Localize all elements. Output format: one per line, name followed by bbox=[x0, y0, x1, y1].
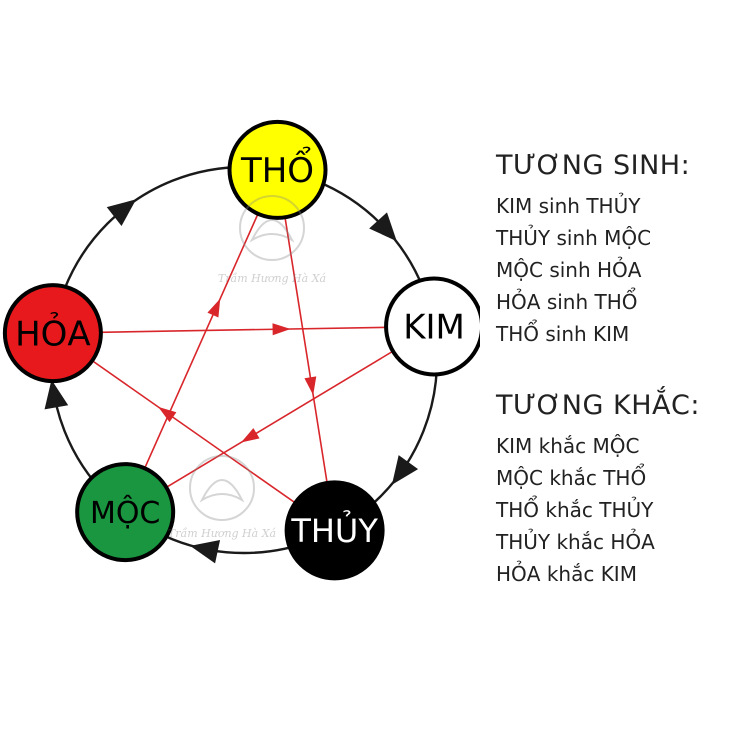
list-item: KIM sinh THỦY bbox=[496, 194, 641, 218]
element-label-kim: KIM bbox=[403, 308, 465, 348]
cycle-arrowhead-tho bbox=[369, 212, 397, 242]
element-circle-tho bbox=[227, 119, 328, 220]
element-node-moc: MỘC bbox=[75, 462, 176, 563]
list-item: THỔ khắc THỦY bbox=[496, 498, 654, 522]
control-line-tho-thuy bbox=[276, 169, 336, 531]
element-node-thuy: THỦY bbox=[284, 480, 385, 581]
element-node-hoa: HỎA bbox=[2, 283, 103, 384]
list-item: MỘC khắc THỔ bbox=[496, 466, 647, 490]
element-circle-thuy bbox=[284, 480, 385, 581]
control-arrowhead-moc-tho bbox=[207, 298, 221, 318]
legend-tuong-khac-list: KIM khắc MỘC MỘC khắc THỔ THỔ khắc THỦY … bbox=[496, 430, 700, 590]
five-elements-diagram: THỔ KIM THỦY MỘC HỎA Trầm Hương Hà Xá Trầm H… bbox=[2, 119, 480, 581]
legend-tuong-sinh: TƯƠNG SINH: KIM sinh THỦY THỦY sinh MỘC … bbox=[496, 148, 690, 350]
element-node-tho: THỔ bbox=[227, 119, 328, 220]
element-nodes: THỔ KIM THỦY MỘC HỎA bbox=[2, 119, 480, 581]
watermark-bottom: Trầm Hương Hà Xá bbox=[168, 455, 276, 540]
control-line-kim-moc bbox=[124, 325, 435, 513]
legend-tuong-sinh-title: TƯƠNG SINH: bbox=[496, 150, 691, 181]
list-item: MỘC sinh HỎA bbox=[496, 258, 642, 282]
watermark-emblem-icon bbox=[239, 195, 305, 261]
control-arrowhead-thuy-hoa bbox=[158, 406, 177, 423]
watermark-emblem-icon bbox=[189, 455, 255, 521]
cycle-arrowhead-moc bbox=[44, 379, 69, 410]
cycle-arrowhead-hoa bbox=[106, 199, 137, 226]
control-arrowhead-hoa-kim bbox=[272, 323, 291, 336]
control-line-moc-tho bbox=[124, 169, 279, 513]
element-node-kim: KIM bbox=[384, 276, 480, 377]
cycle-arrowhead-thuy bbox=[190, 539, 221, 564]
legend-tuong-khac-title: TƯƠNG KHẮC: bbox=[496, 390, 700, 421]
legend-tuong-sinh-list: KIM sinh THỦY THỦY sinh MỘC MỘC sinh HỎA… bbox=[496, 190, 690, 350]
element-label-tho: THỔ bbox=[240, 145, 314, 191]
cycle-arrowheads bbox=[44, 199, 419, 564]
element-circle-hoa bbox=[2, 283, 103, 384]
cycle-arrowhead-kim bbox=[391, 455, 419, 485]
control-line-hoa-kim bbox=[52, 325, 435, 334]
element-circle-moc bbox=[75, 462, 176, 563]
list-item: THỦY khắc HỎA bbox=[496, 530, 655, 554]
watermark-lotus-icon bbox=[199, 479, 245, 503]
element-label-thuy: THỦY bbox=[290, 509, 378, 550]
control-star bbox=[52, 169, 435, 532]
list-item: THỦY sinh MỘC bbox=[496, 226, 652, 250]
watermark-text: Trầm Hương Hà Xá bbox=[168, 527, 276, 540]
list-item: KIM khắc MỘC bbox=[496, 434, 640, 458]
watermark-top: Trầm Hương Hà Xá bbox=[218, 195, 326, 285]
legend-tuong-khac: TƯƠNG KHẮC: KIM khắc MỘC MỘC khắc THỔ TH… bbox=[496, 388, 700, 590]
control-line-thuy-hoa bbox=[52, 332, 336, 532]
watermark-lotus-icon bbox=[249, 219, 295, 243]
list-item: HỎA khắc KIM bbox=[496, 562, 637, 586]
list-item: THỔ sinh KIM bbox=[496, 322, 630, 346]
element-circle-kim bbox=[384, 276, 480, 377]
list-item: HỎA sinh THỔ bbox=[496, 290, 638, 314]
element-label-moc: MỘC bbox=[90, 494, 160, 531]
watermark-text: Trầm Hương Hà Xá bbox=[218, 272, 326, 285]
element-label-hoa: HỎA bbox=[15, 310, 91, 354]
control-arrowhead-kim-moc bbox=[241, 428, 260, 443]
control-arrowhead-tho-thuy bbox=[304, 376, 317, 396]
